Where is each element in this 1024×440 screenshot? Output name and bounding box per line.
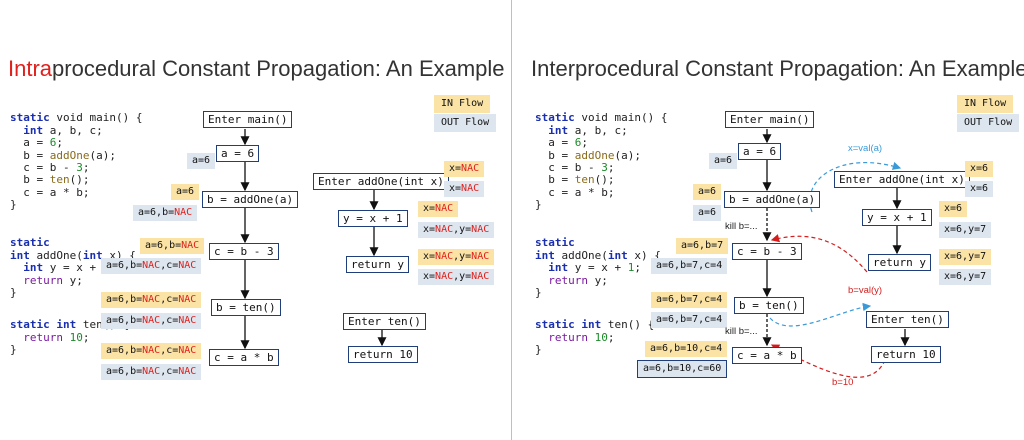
node-a-6: a = 6 xyxy=(738,143,782,160)
node-enter-addone: Enter addOne(int x) xyxy=(834,171,970,188)
ann-cb3-in: a=6,b=7 xyxy=(676,238,729,254)
ann-a6-out: a=6 xyxy=(187,153,216,169)
label-return-addone: b=val(y) xyxy=(848,285,883,296)
legend-out-flow: OUT Flow xyxy=(957,114,1020,132)
ann-enter-addone-in: x=6 xyxy=(965,161,994,177)
ann-addone-out: a=6 xyxy=(693,205,722,221)
ann-yx1-out: x=NAC,y=NAC xyxy=(418,222,495,238)
ann-enter-addone-out: x=6 xyxy=(965,181,994,197)
ann-yx1-in: x=6 xyxy=(939,201,968,217)
right-code-addone: static int addOne(int x) { int y = x + 1… xyxy=(535,236,661,300)
node-enter-ten: Enter ten() xyxy=(866,311,949,328)
node-return-10: return 10 xyxy=(871,346,941,363)
ann-cb3-out: a=6,b=NAC,c=NAC xyxy=(101,258,202,274)
ann-addone-out: a=6,b=NAC xyxy=(133,205,198,221)
call-edge-addone xyxy=(809,161,902,213)
label-call-addone: x=val(a) xyxy=(848,143,883,154)
left-title-highlight: Intra xyxy=(8,56,53,81)
ann-cab-in: a=6,b=NAC,c=NAC xyxy=(101,343,202,359)
ann-ten-in: a=6,b=7,c=4 xyxy=(651,292,728,308)
call-edge-ten xyxy=(769,302,872,327)
node-enter-main: Enter main() xyxy=(725,111,815,128)
left-title: Intraprocedural Constant Propagation: An… xyxy=(8,56,505,82)
ann-yx1-in: x=NAC xyxy=(418,201,459,217)
node-enter-main: Enter main() xyxy=(203,111,293,128)
node-return-y: return y xyxy=(346,256,409,273)
ann-enter-addone-in: x=NAC xyxy=(444,161,485,177)
ann-cab-out: a=6,b=NAC,c=NAC xyxy=(101,364,202,380)
node-enter-addone: Enter addOne(int x) xyxy=(313,173,449,190)
label-kill-1: kill b=... xyxy=(725,221,758,232)
node-b-ten: b = ten() xyxy=(211,299,281,316)
ann-ret-y-in: x=6,y=7 xyxy=(939,249,992,265)
ann-addone-in: a=6 xyxy=(693,184,722,200)
legend-in-flow: IN Flow xyxy=(957,95,1014,113)
node-return-y: return y xyxy=(868,254,931,271)
node-c-a-b: c = a * b xyxy=(209,349,279,366)
node-a-6: a = 6 xyxy=(216,145,260,162)
left-title-rest: procedural Constant Propagation: An Exam… xyxy=(52,56,505,81)
ann-cb3-out: a=6,b=7,c=4 xyxy=(651,258,728,274)
ann-ret-y-out: x=NAC,y=NAC xyxy=(418,269,495,285)
return-edge-addone xyxy=(770,234,868,273)
ann-addone-in: a=6 xyxy=(171,184,200,200)
node-y-x-1: y = x + 1 xyxy=(862,209,932,226)
left-code-main: static void main() { int a, b, c; a = 6;… xyxy=(10,111,143,212)
ann-yx1-out: x=6,y=7 xyxy=(939,222,992,238)
right-title: Interprocedural Constant Propagation: An… xyxy=(531,56,1024,81)
ann-ten-out: a=6,b=7,c=4 xyxy=(651,312,728,328)
ann-cb3-in: a=6,b=NAC xyxy=(140,238,205,254)
ann-cab-in: a=6,b=10,c=4 xyxy=(645,341,728,357)
node-b-addone: b = addOne(a) xyxy=(724,191,821,208)
ann-ten-out: a=6,b=NAC,c=NAC xyxy=(101,313,202,329)
node-c-b-3: c = b - 3 xyxy=(209,243,279,260)
node-enter-ten: Enter ten() xyxy=(343,313,426,330)
panel-divider xyxy=(511,0,512,440)
node-return-10: return 10 xyxy=(348,346,418,363)
label-return-ten: b=10 xyxy=(832,377,854,388)
ann-cab-out: a=6,b=10,c=60 xyxy=(637,360,728,378)
node-y-x-1: y = x + 1 xyxy=(338,210,408,227)
ann-ret-y-out: x=6,y=7 xyxy=(939,269,992,285)
node-c-a-b: c = a * b xyxy=(732,347,802,364)
legend-in-flow: IN Flow xyxy=(434,95,491,113)
left-code-ten: static int ten() { return 10; } xyxy=(10,318,129,357)
right-code-main: static void main() { int a, b, c; a = 6;… xyxy=(535,111,668,212)
ann-ten-in: a=6,b=NAC,c=NAC xyxy=(101,292,202,308)
ann-a6-out: a=6 xyxy=(709,153,738,169)
ann-ret-y-in: x=NAC,y=NAC xyxy=(418,249,495,265)
node-b-ten: b = ten() xyxy=(734,297,804,314)
node-b-addone: b = addOne(a) xyxy=(202,191,299,208)
right-code-ten: static int ten() { return 10; } xyxy=(535,318,655,357)
legend-out-flow: OUT Flow xyxy=(434,114,497,132)
label-kill-2: kill b=... xyxy=(725,326,758,337)
node-c-b-3: c = b - 3 xyxy=(732,243,802,260)
ann-enter-addone-out: x=NAC xyxy=(444,181,485,197)
